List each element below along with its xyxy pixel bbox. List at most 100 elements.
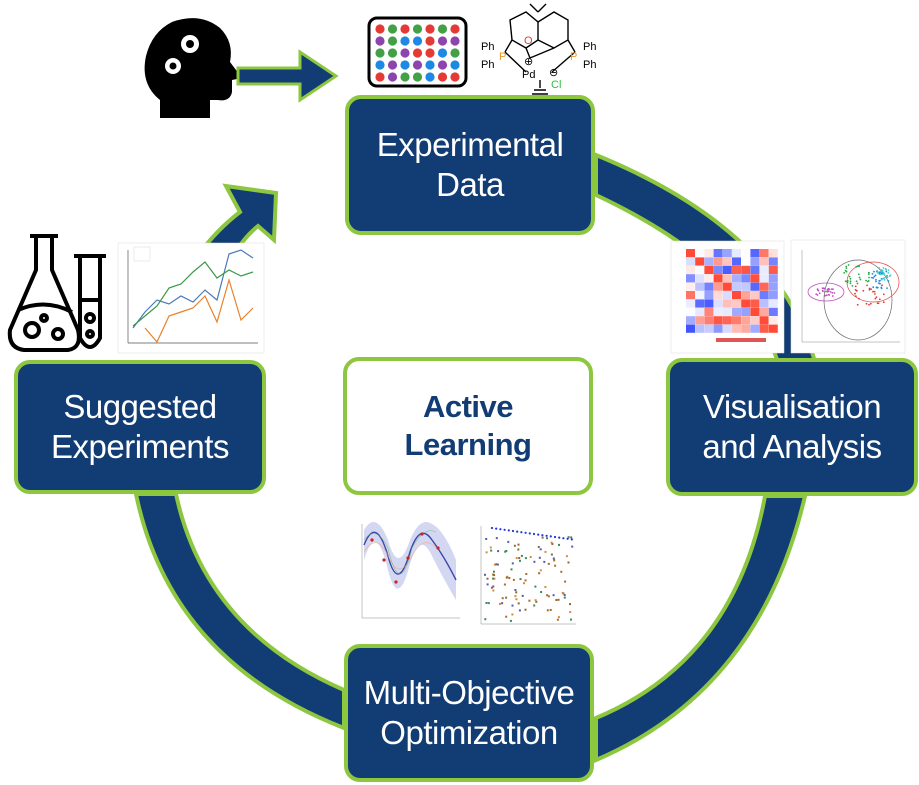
pca-point — [827, 293, 830, 296]
heatmap-cell — [732, 274, 741, 283]
pareto-front-point — [562, 537, 565, 540]
pca-point — [816, 288, 819, 291]
pareto-front-point — [495, 527, 498, 530]
pareto-point — [508, 577, 511, 579]
flask-icon — [7, 234, 81, 352]
pca-point — [817, 289, 820, 292]
pca-point — [882, 301, 885, 304]
pareto-point — [550, 541, 553, 544]
pareto-point — [547, 595, 550, 598]
heatmap-cell — [722, 316, 732, 325]
heatmap-cell — [732, 249, 741, 258]
pareto-point — [557, 616, 560, 619]
pareto-point — [555, 599, 558, 601]
pareto-point — [484, 573, 486, 576]
node-suggested-experiments: Suggested Experiments — [14, 360, 266, 494]
node-label-line: Learning — [404, 427, 532, 462]
pca-point — [873, 275, 876, 278]
pca-point — [887, 269, 890, 271]
pca-point — [866, 280, 869, 283]
well — [387, 72, 398, 82]
pareto-front-point — [532, 532, 536, 536]
heatmap-cell — [695, 257, 705, 266]
pareto-point — [485, 602, 488, 604]
heatmap-cell — [704, 291, 714, 300]
pareto-point — [570, 536, 573, 539]
pareto-point — [492, 577, 495, 580]
node-label-line: Data — [436, 166, 504, 203]
pareto-point — [486, 577, 489, 580]
heatmap-cell — [732, 282, 741, 291]
pca-point — [843, 272, 846, 274]
pareto-point — [528, 599, 531, 602]
pareto-point — [521, 594, 524, 597]
heatmap-cell — [695, 324, 705, 333]
heatmap-cell — [695, 307, 705, 316]
heatmap-cell — [722, 274, 732, 283]
heatmap-cell — [704, 316, 714, 325]
heatmap-cell — [759, 291, 769, 300]
molecule-label-ph: Ph — [583, 59, 596, 71]
pca-point — [845, 267, 848, 269]
node-label-line: Multi-Objective — [363, 674, 575, 711]
pca-point — [874, 293, 876, 295]
pareto-point — [519, 578, 522, 581]
well — [375, 36, 385, 46]
pca-point — [875, 296, 878, 298]
pca-point — [871, 273, 874, 275]
heatmap-cell — [732, 299, 741, 308]
pareto-point — [485, 551, 488, 554]
pca-point — [872, 277, 875, 279]
pareto-point — [511, 613, 514, 616]
pareto-point — [495, 537, 498, 540]
pca-point — [868, 303, 870, 306]
heatmap-cell — [704, 307, 714, 316]
pareto-point — [495, 563, 498, 566]
heatmap-cell — [704, 249, 714, 258]
well — [425, 60, 435, 70]
pareto-point — [533, 604, 536, 607]
pca-point — [859, 278, 862, 281]
pareto-point — [544, 586, 547, 588]
pca-point — [815, 293, 818, 295]
heatmap-cell — [750, 324, 760, 333]
pareto-front-point — [528, 532, 531, 535]
heatmap-cell — [759, 249, 769, 258]
pareto-point — [525, 573, 528, 575]
pareto-point — [570, 618, 572, 621]
brain-to-data-arrow — [236, 49, 339, 103]
pca-point — [886, 287, 888, 289]
pareto-point — [558, 543, 560, 546]
heatmap-cell — [686, 291, 695, 300]
pca-point — [856, 303, 859, 306]
heatmap-cell — [722, 324, 732, 333]
pareto-point — [565, 555, 568, 558]
pareto-point — [511, 562, 514, 565]
heatmap-cell — [732, 316, 741, 325]
heatmap-cell — [686, 324, 695, 333]
pareto-point — [529, 556, 532, 558]
pca-point — [851, 285, 854, 287]
heatmap-cell — [768, 299, 778, 308]
heatmap-cell — [750, 291, 760, 300]
pca-point — [889, 274, 892, 277]
heatmap-cell — [686, 249, 695, 258]
pareto-point — [550, 553, 553, 556]
pca-point — [862, 289, 865, 292]
pareto-point — [549, 609, 552, 611]
well — [425, 72, 435, 82]
test-tube-icon — [74, 254, 106, 349]
pareto-front-point — [570, 538, 573, 541]
heatmap-cell — [695, 265, 705, 274]
molecule-label-pd: Pd — [522, 69, 535, 81]
molecule-label-ph: Ph — [583, 41, 596, 53]
well — [375, 72, 385, 82]
well — [387, 60, 398, 70]
pca-point — [866, 284, 868, 287]
heatmap-cell — [722, 265, 732, 274]
thumb-series-blue — [132, 249, 254, 329]
pca-point — [847, 264, 850, 266]
pca-point — [854, 288, 857, 291]
pca-point — [823, 287, 826, 290]
well — [450, 72, 460, 82]
